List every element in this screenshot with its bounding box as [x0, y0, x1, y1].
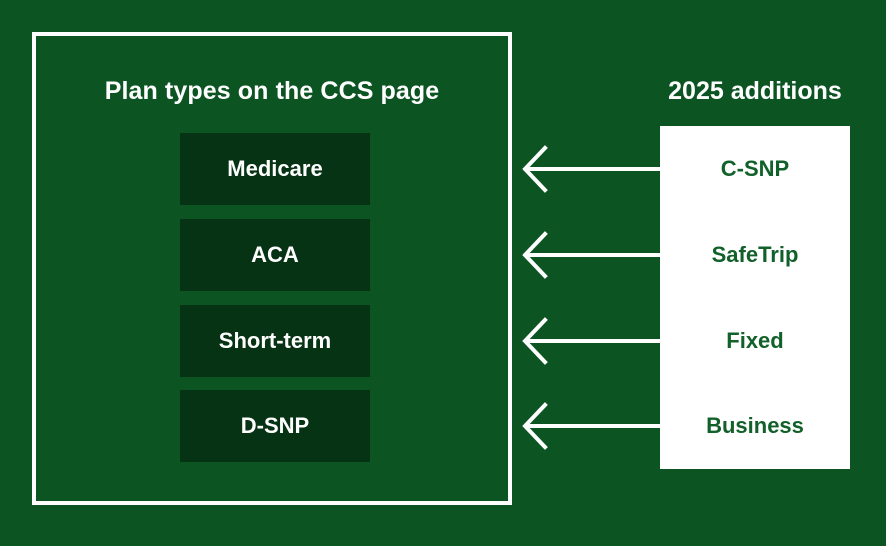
- addition-label: C-SNP: [720, 156, 790, 181]
- plan-types-panel-frame: [32, 32, 512, 505]
- addition-box-business: Business: [660, 383, 850, 469]
- arrow-left-icon-fixed: [521, 313, 663, 369]
- addition-box-safetrip: SafeTrip: [660, 212, 850, 298]
- addition-box-c-snp: C-SNP: [660, 126, 850, 212]
- arrow-left-icon-safetrip: [521, 227, 663, 283]
- plan-type-box-d-snp: D-SNP: [180, 390, 370, 462]
- plan-type-label: D-SNP: [240, 413, 310, 438]
- arrow-left-icon-c-snp: [521, 141, 663, 197]
- plan-type-box-short-term: Short-term: [180, 305, 370, 377]
- plan-type-label: Medicare: [227, 156, 323, 181]
- addition-label: SafeTrip: [711, 242, 799, 267]
- plan-type-box-medicare: Medicare: [180, 133, 370, 205]
- arrow-left-icon-business: [521, 398, 663, 454]
- addition-label: Fixed: [726, 328, 784, 353]
- addition-label: Business: [706, 413, 804, 438]
- addition-box-fixed: Fixed: [660, 298, 850, 384]
- additions-column-title: 2025 additions: [668, 77, 842, 105]
- plan-type-label: Short-term: [218, 328, 332, 353]
- plan-type-label: ACA: [251, 242, 299, 267]
- plan-type-box-aca: ACA: [180, 219, 370, 291]
- plan-types-panel-title: Plan types on the CCS page: [104, 77, 440, 105]
